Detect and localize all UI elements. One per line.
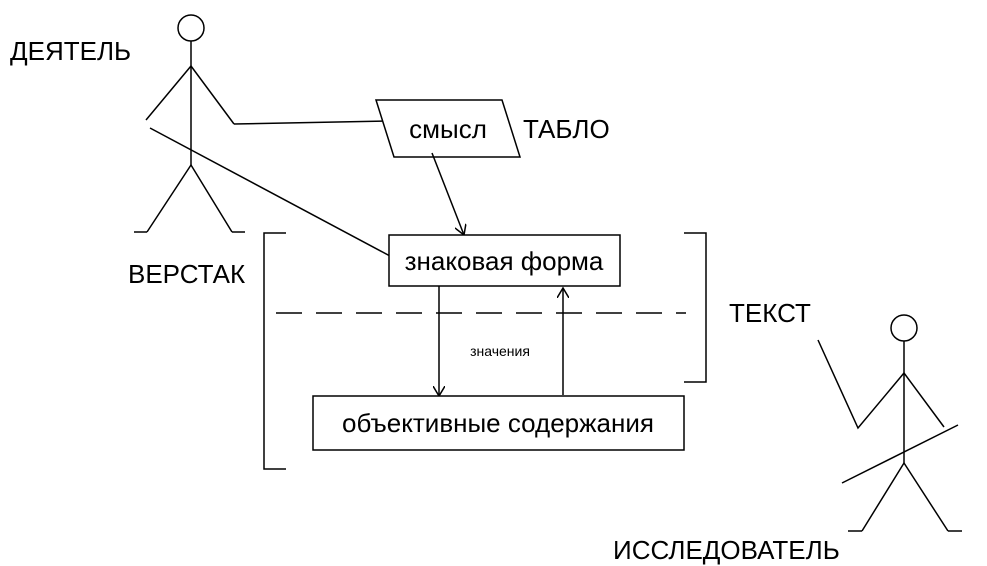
actor-legs (146, 163, 233, 233)
actor-arms (817, 339, 945, 430)
node-meaning-shape (374, 99, 522, 158)
actor-issledovatel-figure (817, 314, 962, 532)
node-signform-shape (388, 234, 621, 287)
label-issledovatel: ИССЛЕДОВАТЕЛЬ (613, 535, 840, 565)
actor-arms (145, 64, 235, 125)
actor-deyatel-figure (134, 14, 245, 233)
arrow-meaning-to-signform (431, 152, 464, 235)
actor-head (177, 14, 205, 42)
label-tablo: ТАБЛО (523, 114, 610, 144)
line-actor-to-signform (149, 127, 391, 257)
edge-label-values: значения (470, 343, 530, 359)
actor-pointer-line (841, 424, 959, 484)
bracket-text (684, 232, 707, 383)
node-meaning-label: смысл (409, 114, 487, 144)
actor-legs (861, 461, 949, 532)
label-deyatel: ДЕЯТЕЛЬ (10, 36, 131, 66)
node-contents-label: объективные содержания (342, 408, 654, 438)
bracket-workbench (263, 232, 286, 470)
line-actor-to-meaning (233, 120, 387, 125)
actor-head (890, 314, 918, 342)
label-text: ТЕКСТ (729, 298, 811, 328)
label-workbench: ВЕРСТАК (128, 259, 245, 289)
node-contents-shape (312, 395, 685, 451)
node-signform-label: знаковая форма (405, 246, 604, 276)
